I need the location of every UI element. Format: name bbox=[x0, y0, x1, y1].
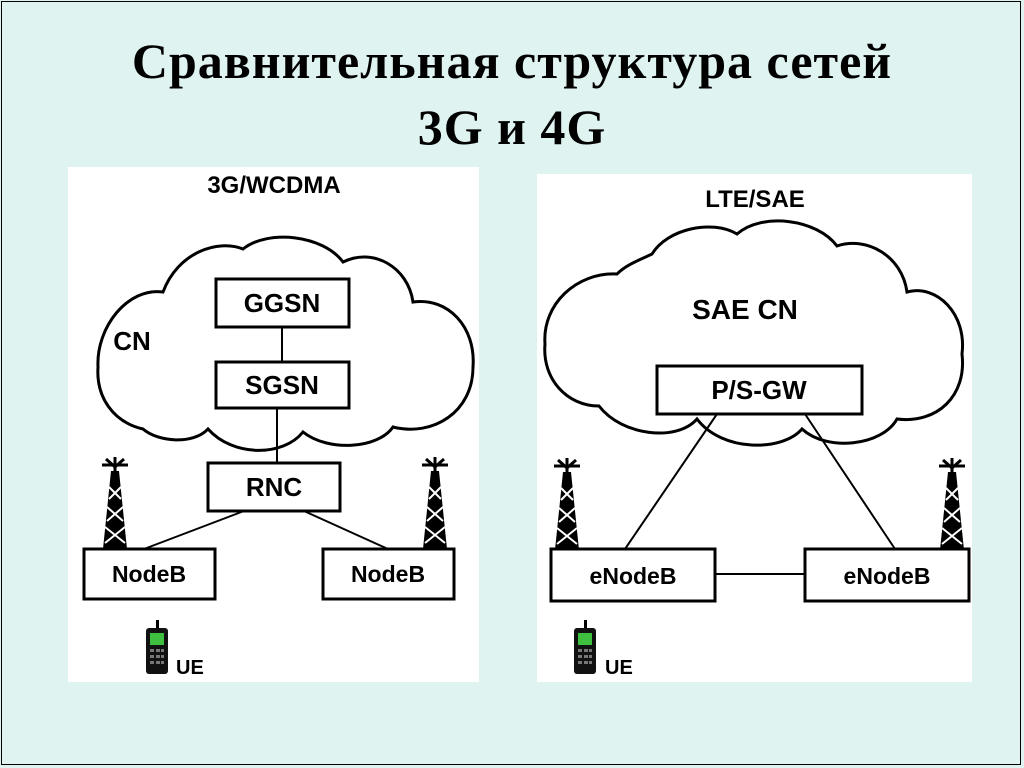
diagram-3g-svg: 3G/WCDMA CN GGSN SGSN RNC NodeB NodeB bbox=[82, 172, 475, 679]
diagram-4g-panel: LTE/SAE SAE CN P/S-GW eNodeB eNodeB bbox=[537, 174, 972, 682]
link-gw-enodeb-right bbox=[804, 413, 896, 550]
diagram-3g-panel: 3G/WCDMA CN GGSN SGSN RNC NodeB NodeB bbox=[68, 167, 479, 682]
enodeb-right-label: eNodeB bbox=[844, 563, 931, 589]
link-gw-enodeb-left bbox=[624, 413, 718, 550]
ue-label-4g: UE bbox=[605, 657, 633, 679]
heading-3g: 3G/WCDMA bbox=[207, 172, 340, 199]
rnc-box bbox=[206, 461, 342, 513]
nodeb-right-box bbox=[321, 547, 456, 601]
antenna-tower-icon bbox=[102, 457, 128, 549]
sae-cn-label: SAE CN bbox=[692, 294, 798, 325]
link-rnc-nodeb-right bbox=[303, 510, 389, 550]
antenna-tower-icon bbox=[422, 457, 448, 549]
slide-title: Сравнительная структура сетей 3G и 4G bbox=[0, 28, 1024, 160]
ps-gw-box bbox=[655, 364, 864, 416]
sgsn-label: SGSN bbox=[245, 370, 319, 400]
mobile-phone-icon bbox=[574, 620, 596, 674]
sgsn-box bbox=[214, 360, 351, 410]
title-line-2: 3G и 4G bbox=[417, 99, 607, 155]
nodeb-left-box bbox=[82, 547, 217, 601]
ps-gw-label: P/S-GW bbox=[711, 375, 807, 405]
enodeb-left-box bbox=[549, 547, 717, 603]
nodeb-left-label: NodeB bbox=[112, 561, 186, 587]
core-network-cloud bbox=[96, 235, 475, 452]
diagram-4g-svg: LTE/SAE SAE CN P/S-GW eNodeB eNodeB bbox=[543, 186, 971, 679]
rnc-label: RNC bbox=[246, 472, 303, 502]
title-line-1: Сравнительная структура сетей bbox=[131, 33, 893, 89]
mobile-phone-icon bbox=[146, 620, 168, 674]
enodeb-left-label: eNodeB bbox=[590, 563, 677, 589]
enodeb-right-box bbox=[803, 547, 971, 603]
heading-4g: LTE/SAE bbox=[705, 186, 805, 213]
antenna-tower-icon bbox=[939, 458, 965, 550]
ue-label-3g: UE bbox=[176, 657, 204, 679]
antenna-tower-icon bbox=[554, 458, 580, 550]
ggsn-label: GGSN bbox=[244, 288, 321, 318]
cn-label: CN bbox=[113, 326, 151, 356]
nodeb-right-label: NodeB bbox=[351, 561, 425, 587]
link-rnc-nodeb-left bbox=[143, 510, 245, 550]
